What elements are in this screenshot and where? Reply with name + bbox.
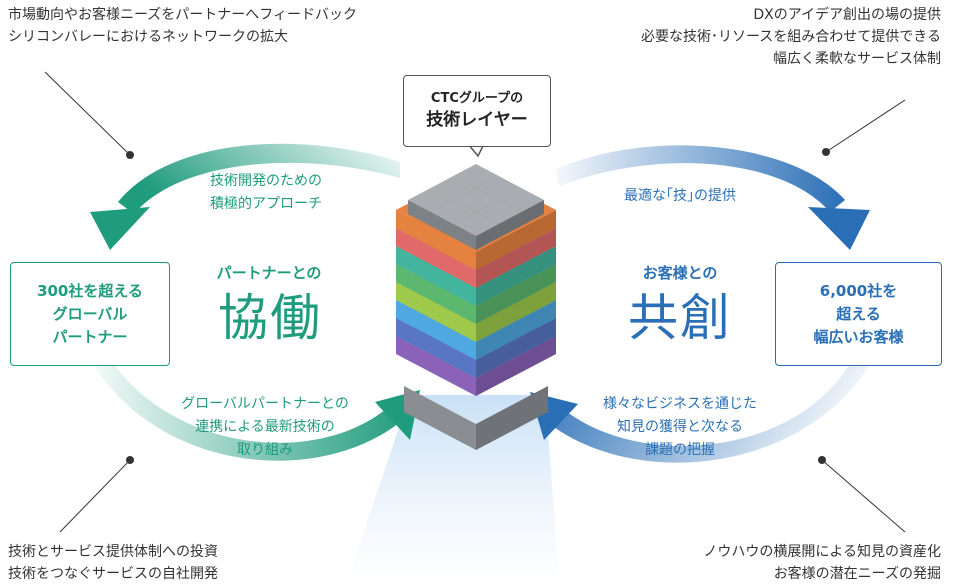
customers-box: 6,000社を 超える 幅広いお客様 <box>775 262 942 366</box>
connector-top-left <box>44 71 131 156</box>
label-line: 知見の獲得と次なる <box>617 419 743 435</box>
tile-top-face <box>430 200 476 224</box>
label-line: 課題の把握 <box>645 442 715 458</box>
stack-layer-right-face <box>476 282 556 342</box>
box-line: 300社を超える <box>37 281 143 300</box>
light-beam <box>345 395 560 587</box>
label-line: 技術開発のための <box>210 173 322 189</box>
tile-top-face <box>453 164 499 188</box>
tile-left-face <box>408 200 431 226</box>
arrow-bottom-right <box>541 355 872 463</box>
callout-line2: 技術レイヤー <box>426 110 528 130</box>
box-line: 6,000社を <box>819 281 898 300</box>
stack-base-right-face <box>476 386 548 450</box>
box-line: グローバル <box>52 304 128 323</box>
box-line: 幅広いお客様 <box>813 327 904 346</box>
tile-top-face <box>453 212 499 236</box>
arrow-top-right <box>555 145 845 212</box>
stack-layer-right-face <box>476 300 556 360</box>
note-line: 幅広く柔軟なサービス体制 <box>773 51 941 67</box>
note-line: 市場動向やお客様ニーズをパートナーへフィードバック <box>8 7 358 23</box>
arrow-bottom-left <box>92 355 412 461</box>
connector-top-right <box>825 99 906 153</box>
note-top-right: DXのアイデア創出の場の提供 必要な技術･リソースを組み合わせて提供できる 幅広… <box>641 4 941 70</box>
stack-layer-right-face <box>476 228 556 288</box>
label-line: グローバルパートナーとの <box>181 396 349 412</box>
stack-layer-left-face <box>396 246 476 306</box>
connector-lines <box>44 71 906 533</box>
stack-layer-right-face <box>476 246 556 306</box>
label-line: 取り組み <box>237 442 293 458</box>
right-subtitle: お客様との <box>642 264 718 282</box>
stack-layer-left-face <box>396 264 476 324</box>
global-partners-box: 300社を超える グローバル パートナー <box>10 262 170 366</box>
box-line: 超える <box>836 304 881 323</box>
left-top-arrow-text: 技術開発のための 積極的アプローチ <box>186 170 346 216</box>
left-kanji-title: 協働 <box>218 289 322 347</box>
note-line: ノウハウの横展開による知見の資産化 <box>703 544 941 560</box>
tile-top-face <box>476 176 522 200</box>
tile-top-face <box>476 200 522 224</box>
stack-layer-right-face <box>476 318 556 378</box>
box-line: パートナー <box>52 327 128 346</box>
connector-bottom-right <box>821 459 906 533</box>
tile-left-face <box>430 212 454 238</box>
stack-layer-left-face <box>396 228 476 288</box>
right-kanji-title: 共創 <box>628 289 732 347</box>
connector-bottom-left <box>59 459 131 533</box>
note-line: 技術をつなぐサービスの自社開発 <box>8 566 218 582</box>
label-line: 様々なビジネスを通じた <box>603 396 757 412</box>
right-top-arrow-text: 最適な｢技｣の提供 <box>600 185 760 208</box>
tile-left-face <box>453 224 476 250</box>
tile-right-face <box>476 224 499 250</box>
technology-layer-stack <box>396 164 556 450</box>
note-bottom-left: 技術とサービス提供体制への投資 技術をつなぐサービスの自社開発 <box>8 541 218 585</box>
note-bottom-right: ノウハウの横展開による知見の資産化 お客様の潜在ニーズの発掘 <box>703 541 941 585</box>
label-line: 最適な｢技｣の提供 <box>624 188 736 204</box>
stack-layer-right-face <box>476 264 556 324</box>
note-line: お客様の潜在ニーズの発掘 <box>773 566 941 582</box>
dot-bottom-right <box>818 456 826 464</box>
tile-top-face <box>453 188 499 212</box>
callout-line1: CTCグループの <box>430 91 524 106</box>
stack-base-left-face <box>404 386 476 450</box>
note-line: シリコンバレーにおけるネットワークの拡大 <box>8 29 288 45</box>
stack-layer-right-face <box>476 210 556 270</box>
right-bottom-arrow-text: 様々なビジネスを通じた 知見の獲得と次なる 課題の把握 <box>580 393 780 462</box>
note-top-left: 市場動向やお客様ニーズをパートナーへフィードバック シリコンバレーにおけるネット… <box>8 4 357 48</box>
dot-bottom-left <box>126 456 134 464</box>
note-line: DXのアイデア創出の場の提供 <box>753 7 941 23</box>
note-line: 必要な技術･リソースを組み合わせて提供できる <box>640 29 941 45</box>
stack-layer-right-face <box>476 336 556 396</box>
stack-layer-left-face <box>396 336 476 396</box>
label-line: 連携による最新技術の <box>195 419 335 435</box>
arrow-top-left <box>118 143 400 214</box>
tile-top-face <box>498 188 544 212</box>
dot-top-left <box>126 151 134 159</box>
arrowhead-top-right <box>808 207 870 250</box>
stack-layer-left-face <box>396 300 476 360</box>
stack-layer-left-face <box>396 210 476 270</box>
stack-layer-left-face <box>396 282 476 342</box>
dot-top-right <box>822 148 830 156</box>
tile-right-face <box>521 200 544 226</box>
arrowhead-top-left <box>90 207 150 250</box>
left-bottom-arrow-text: グローバルパートナーとの 連携による最新技術の 取り組み <box>165 393 365 462</box>
stack-layer-left-face <box>396 318 476 378</box>
note-line: 技術とサービス提供体制への投資 <box>8 544 218 560</box>
left-subtitle: パートナーとの <box>216 264 322 282</box>
tech-layer-callout: CTCグループの 技術レイヤー <box>403 75 551 147</box>
label-line: 積極的アプローチ <box>210 196 322 212</box>
tile-right-face <box>498 212 522 238</box>
